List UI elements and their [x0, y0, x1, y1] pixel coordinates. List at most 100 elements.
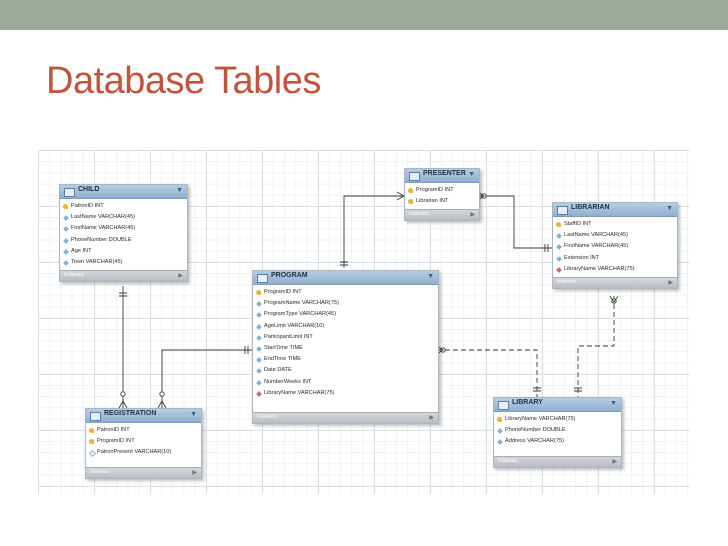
table-name: LIBRARY	[512, 399, 543, 406]
column-label: Extension INT	[564, 254, 600, 261]
table-header[interactable]: PROGRAM ▼	[253, 271, 438, 285]
table-librarian[interactable]: LIBRARIAN ▼ StaffID INT LastName VARCHAR…	[552, 202, 678, 289]
column-label: ProgramType VARCHAR(45)	[264, 311, 337, 318]
rel-presenter-program	[343, 195, 404, 268]
column-row: Librarian INT	[405, 196, 479, 207]
indexes-label: Indexes	[257, 413, 277, 420]
expand-arrow-icon[interactable]: ▶	[470, 212, 475, 219]
indexes-bar[interactable]: Indexes▶	[494, 455, 621, 467]
indexes-bar[interactable]: Indexes ▶	[253, 411, 438, 423]
column-label: AgeLimit VARCHAR(10)	[264, 322, 325, 329]
column-row: Date DATE	[253, 365, 438, 376]
column-icon	[497, 428, 503, 435]
collapse-arrow-icon[interactable]: ▼	[190, 411, 197, 418]
expand-arrow-icon[interactable]: ▶	[612, 458, 617, 465]
slide-title: Database Tables	[46, 60, 321, 102]
indexes-bar[interactable]: Indexes ▶	[405, 209, 479, 221]
column-row: FirstName VARCHAR(45)	[60, 223, 187, 234]
table-icon	[409, 172, 420, 181]
table-name: REGISTRATION	[104, 410, 157, 417]
column-row: ProgramID INT	[86, 436, 201, 447]
column-row: LastName VARCHAR(45)	[60, 212, 187, 223]
column-label: LibraryName VARCHAR(75)	[264, 389, 335, 396]
column-icon	[256, 334, 262, 341]
table-header[interactable]: PRESENTER ▼	[405, 169, 479, 183]
indexes-label: Indexes	[557, 278, 577, 285]
table-name: PROGRAM	[271, 272, 308, 279]
primary-key-icon	[256, 290, 261, 295]
collapse-arrow-icon[interactable]: ▼	[427, 273, 434, 280]
table-icon	[90, 412, 101, 421]
table-icon	[257, 274, 268, 283]
indexes-label: Indexes	[90, 468, 110, 475]
expand-arrow-icon[interactable]: ▶	[192, 469, 197, 476]
column-label: LibraryName VARCHAR(75)	[505, 416, 576, 422]
table-program[interactable]: PROGRAM ▼ ProgramID INT ProgramName VARC…	[252, 270, 439, 424]
column-label: ProgramID INT	[97, 438, 135, 445]
table-header[interactable]: LIBRARY ▼	[494, 398, 621, 412]
table-name: CHILD	[78, 186, 100, 193]
column-row: PatronID INT	[60, 201, 187, 212]
foreign-key-icon	[556, 266, 562, 273]
column-label: Date DATE	[264, 367, 292, 374]
collapse-arrow-icon[interactable]: ▼	[468, 171, 475, 178]
column-icon	[63, 215, 69, 222]
column-label: StaffID INT	[564, 221, 592, 227]
column-row: PatronPresent VARCHAR(10)	[86, 447, 201, 458]
collapse-arrow-icon[interactable]: ▼	[666, 205, 673, 212]
column-row: FirstName VARCHAR(45)	[553, 241, 677, 252]
column-list: PatronID INT ProgramID INT PatronPresent…	[86, 423, 201, 461]
column-label: EndTime TIME	[264, 356, 301, 363]
top-accent-bar	[0, 0, 728, 30]
table-icon	[557, 206, 568, 215]
column-icon	[63, 248, 69, 255]
column-label: StartTime TIME	[264, 344, 303, 351]
column-list: StaffID INT LastName VARCHAR(45) FirstNa…	[553, 217, 677, 277]
table-library[interactable]: LIBRARY ▼ LibraryName VARCHAR(75) PhoneN…	[493, 397, 622, 468]
column-icon	[256, 301, 262, 308]
column-row: Age INT	[60, 246, 187, 257]
column-icon	[556, 255, 562, 262]
indexes-bar[interactable]: Indexes ▶	[86, 466, 201, 478]
primary-key-icon	[89, 439, 94, 445]
column-label: ProgramID INT	[264, 289, 302, 295]
column-row: LastName VARCHAR(45)	[553, 230, 677, 241]
foreign-key-icon	[256, 390, 262, 397]
expand-arrow-icon[interactable]: ▶	[429, 414, 434, 421]
table-presenter[interactable]: PRESENTER ▼ ProgramID INT Librarian INT …	[404, 168, 480, 222]
expand-arrow-icon[interactable]: ▶	[668, 279, 673, 286]
column-row: ProgramID INT	[405, 185, 479, 196]
column-row: AgeLimit VARCHAR(10)	[253, 321, 438, 332]
column-icon	[556, 244, 562, 251]
indexes-label: Indexes	[409, 211, 429, 218]
column-icon	[63, 226, 69, 233]
collapse-arrow-icon[interactable]: ▼	[610, 400, 617, 407]
collapse-arrow-icon[interactable]: ▼	[176, 187, 183, 194]
table-header[interactable]: LIBRARIAN ▼	[553, 203, 677, 217]
table-spacer	[253, 401, 438, 412]
column-icon	[256, 346, 262, 352]
table-registration[interactable]: REGISTRATION ▼ PatronID INT ProgramID IN…	[85, 408, 202, 479]
column-label: Librarian INT	[416, 198, 449, 205]
column-row: EndTime TIME	[253, 354, 438, 365]
column-icon	[63, 260, 69, 266]
table-child[interactable]: CHILD ▼ PatronID INT LastName VARCHAR(45…	[59, 184, 188, 283]
nullable-column-icon	[88, 450, 97, 458]
column-list: ProgramID INT ProgramName VARCHAR(75) Pr…	[253, 285, 438, 401]
indexes-bar[interactable]: Indexes▶	[60, 270, 187, 282]
column-row: Address VARCHAR(75)	[494, 436, 621, 447]
column-label: PatronPresent VARCHAR(10)	[97, 449, 172, 456]
table-icon	[498, 401, 509, 410]
table-header[interactable]: REGISTRATION ▼	[86, 409, 201, 423]
table-header[interactable]: CHILD ▼	[60, 185, 187, 199]
table-name: LIBRARIAN	[571, 204, 610, 211]
column-icon	[256, 312, 262, 319]
column-label: Age INT	[71, 247, 92, 254]
primary-key-icon	[556, 222, 561, 227]
column-label: ProgramID INT	[416, 187, 454, 193]
column-label: PhoneNumber DOUBLE	[505, 427, 566, 434]
rel-program-registration	[161, 349, 252, 408]
expand-arrow-icon[interactable]: ▶	[178, 273, 183, 280]
indexes-bar[interactable]: Indexes ▶	[553, 276, 677, 288]
column-label: NumberWeeks INT	[264, 378, 312, 385]
